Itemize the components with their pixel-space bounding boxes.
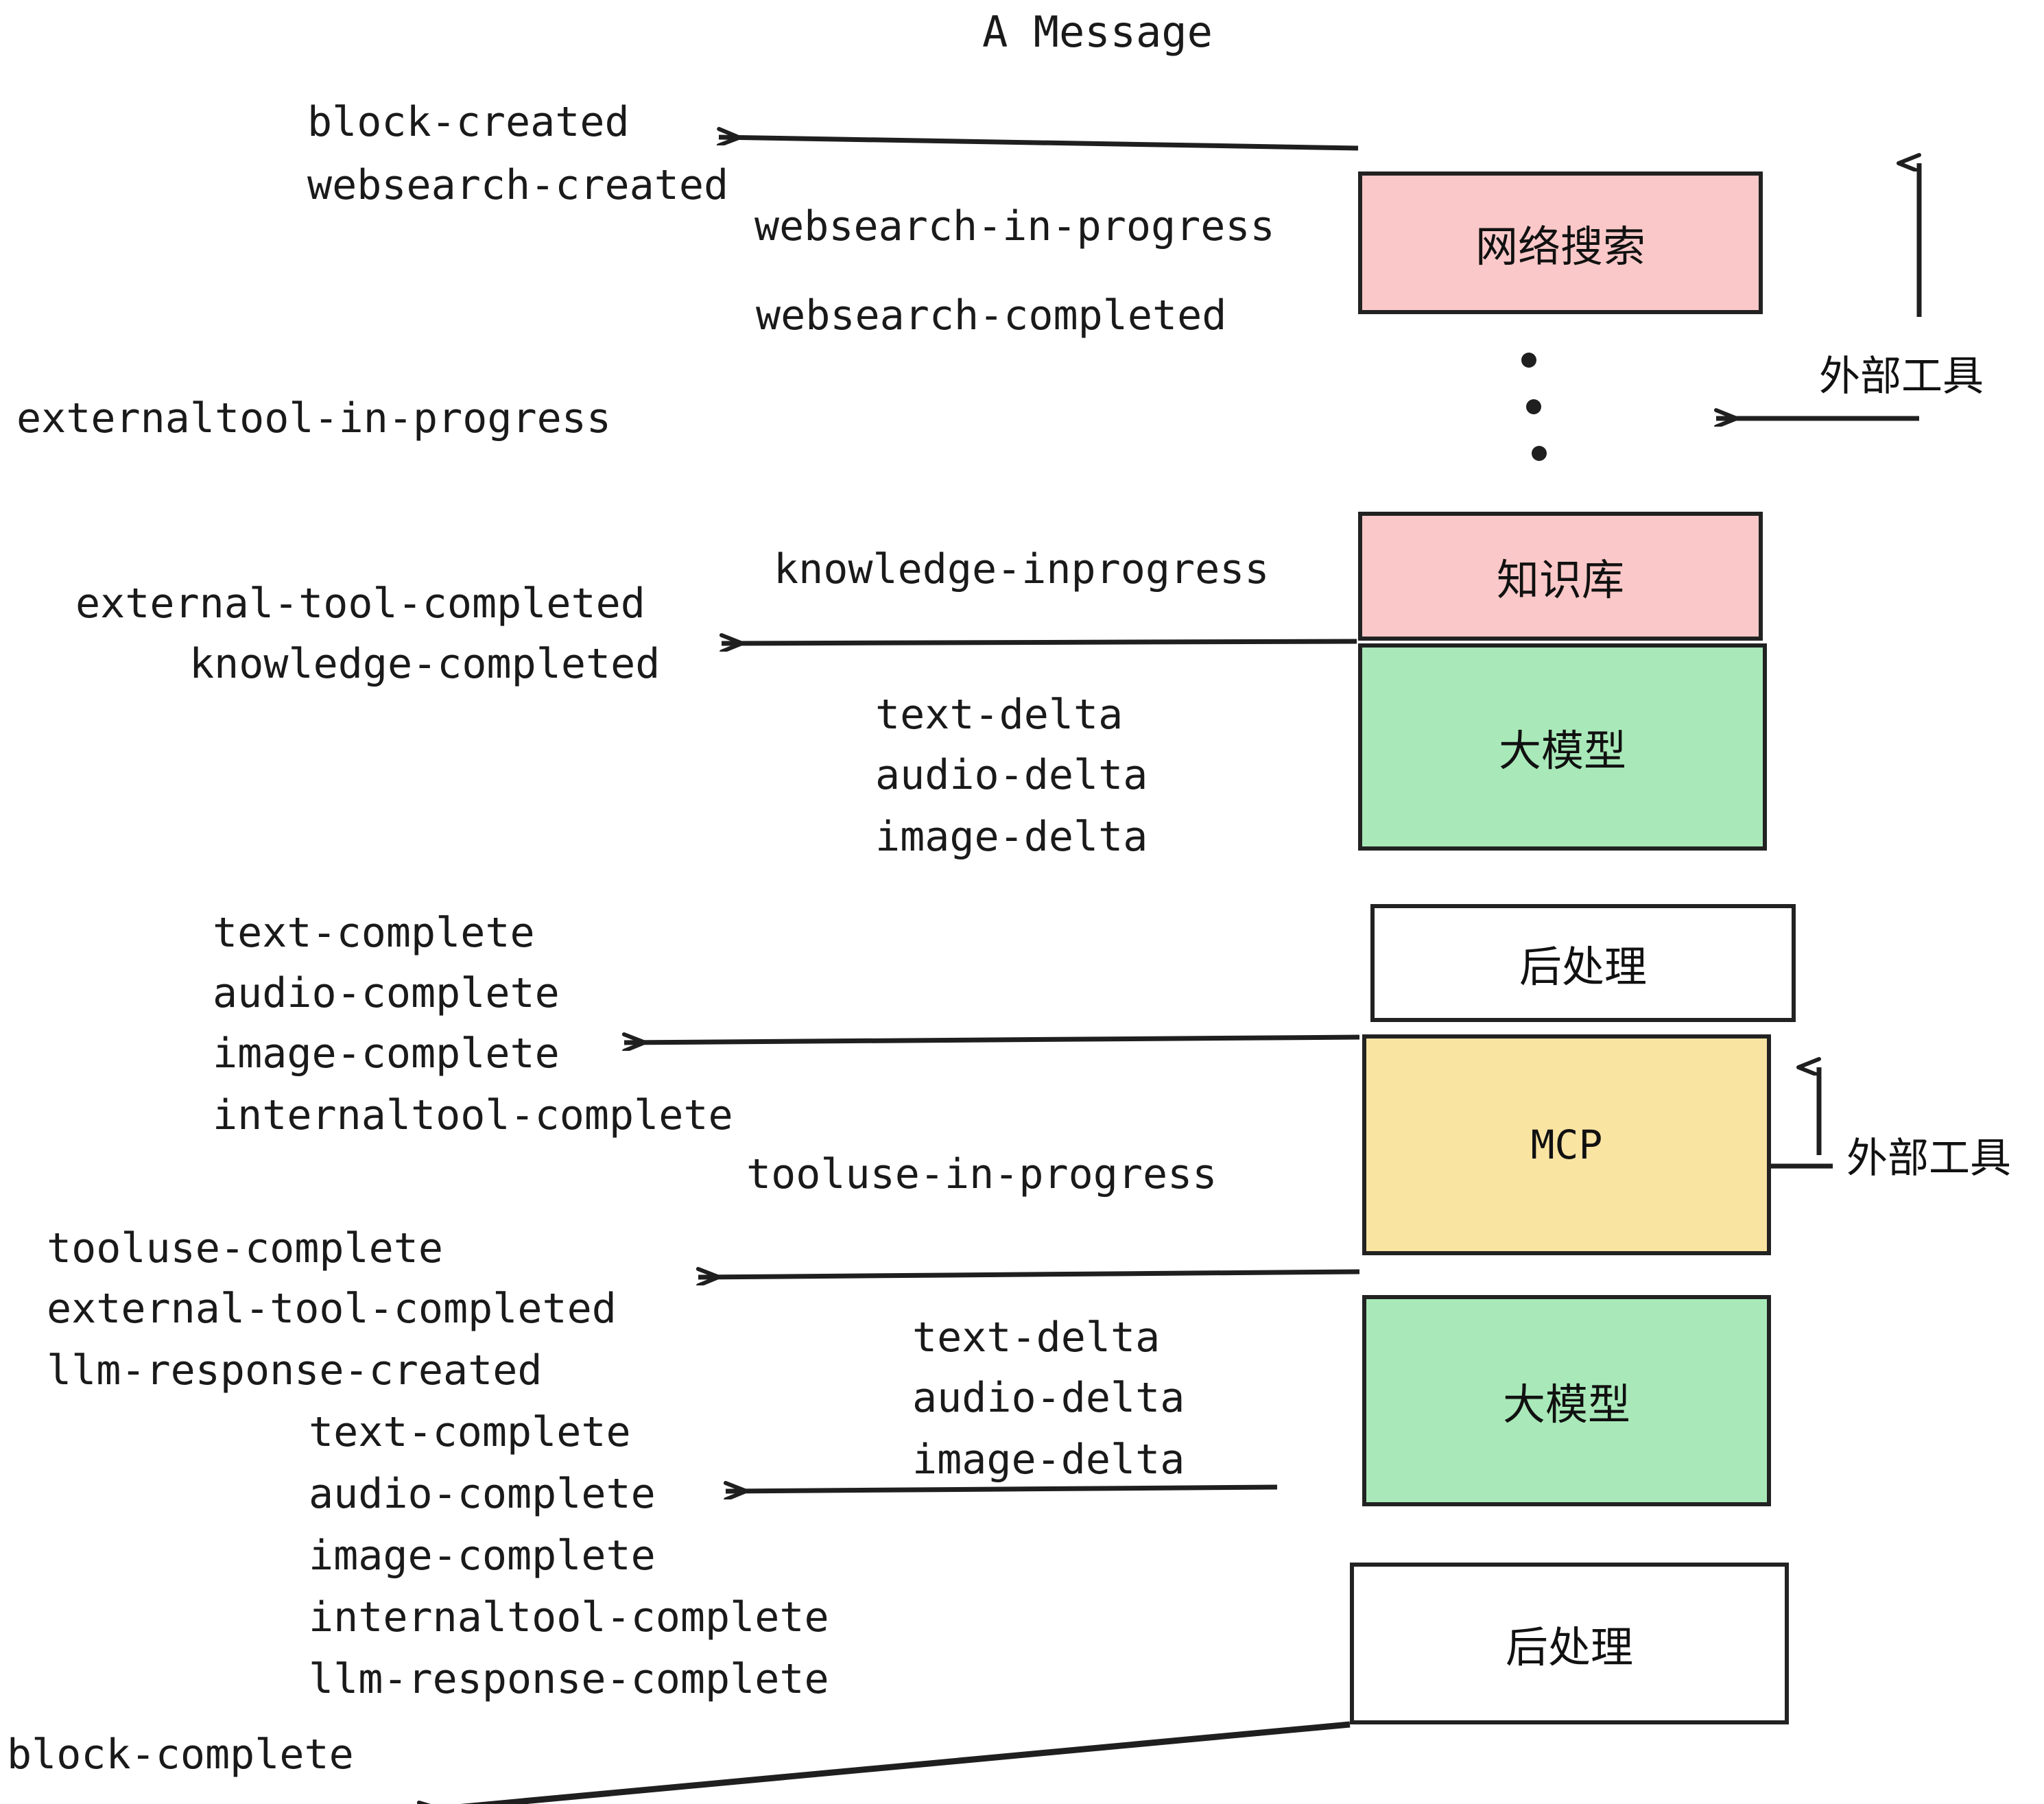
external-tools-label-top: 外部工具 bbox=[1819, 353, 1984, 401]
event-external-tool-completed-1: external-tool-completed bbox=[75, 580, 645, 628]
node-mcp[interactable]: MCP bbox=[1362, 1034, 1771, 1255]
event-audio-delta-1: audio-delta bbox=[875, 751, 1148, 799]
node-postprocess-2-label: 后处理 bbox=[1505, 1622, 1633, 1672]
node-websearch-label: 网络搜索 bbox=[1475, 222, 1645, 272]
event-externaltool-in-progress: externaltool-in-progress bbox=[16, 394, 611, 442]
event-knowledge-inprogress: knowledge-inprogress bbox=[774, 545, 1270, 593]
event-websearch-created: websearch-created bbox=[307, 161, 729, 209]
node-mcp-label: MCP bbox=[1530, 1121, 1603, 1168]
node-llm-2-label: 大模型 bbox=[1502, 1379, 1630, 1429]
event-llm-response-complete: llm-response-complete bbox=[309, 1655, 829, 1703]
event-websearch-in-progress: websearch-in-progress bbox=[754, 202, 1275, 250]
node-postprocess-2[interactable]: 后处理 bbox=[1350, 1563, 1789, 1724]
event-external-tool-completed-2: external-tool-completed bbox=[47, 1285, 617, 1333]
arrow-post1-to-imagecomplete bbox=[624, 1037, 1360, 1043]
event-image-delta-1: image-delta bbox=[875, 813, 1148, 861]
event-audio-delta-2: audio-delta bbox=[912, 1374, 1185, 1422]
node-postprocess-1[interactable]: 后处理 bbox=[1370, 904, 1796, 1022]
event-audio-complete-1: audio-complete bbox=[213, 969, 560, 1017]
arrow-websearch-to-blockcreated bbox=[719, 137, 1359, 151]
diagram-title: A Message bbox=[982, 7, 1213, 57]
event-image-complete-2: image-complete bbox=[309, 1532, 656, 1580]
event-websearch-completed: websearch-completed bbox=[756, 292, 1227, 340]
node-postprocess-1-label: 后处理 bbox=[1519, 942, 1647, 992]
event-text-complete-1: text-complete bbox=[213, 909, 535, 957]
node-llm-2[interactable]: 大模型 bbox=[1362, 1295, 1771, 1506]
event-image-delta-2: image-delta bbox=[912, 1436, 1185, 1484]
node-knowledge-label: 知识库 bbox=[1496, 555, 1624, 605]
event-text-delta-1: text-delta bbox=[875, 691, 1124, 739]
arrow-post2-to-blockcomplete bbox=[420, 1721, 1351, 1804]
node-llm-1[interactable]: 大模型 bbox=[1358, 643, 1767, 851]
event-audio-complete-2: audio-complete bbox=[309, 1470, 656, 1518]
node-llm-1-label: 大模型 bbox=[1498, 726, 1626, 776]
ellipsis-dot-2 bbox=[1526, 399, 1541, 414]
event-tooluse-complete: tooluse-complete bbox=[47, 1224, 443, 1272]
event-tooluse-in-progress: tooluse-in-progress bbox=[746, 1150, 1217, 1198]
node-knowledge[interactable]: 知识库 bbox=[1358, 512, 1763, 641]
node-websearch[interactable]: 网络搜索 bbox=[1358, 171, 1763, 314]
event-text-complete-2: text-complete bbox=[309, 1408, 631, 1456]
event-block-complete: block-complete bbox=[7, 1731, 354, 1779]
event-image-complete-1: image-complete bbox=[213, 1030, 560, 1078]
event-block-created: block-created bbox=[307, 98, 630, 146]
event-knowledge-completed: knowledge-completed bbox=[189, 640, 661, 688]
ellipsis-dot-3 bbox=[1532, 446, 1547, 461]
ellipsis-dot-1 bbox=[1521, 353, 1536, 368]
event-internaltool-complete-2: internaltool-complete bbox=[309, 1593, 829, 1641]
event-internaltool-complete-1: internaltool-complete bbox=[213, 1091, 733, 1139]
external-tools-label-bottom: 外部工具 bbox=[1846, 1135, 2011, 1183]
arrow-mcp-to-externaltoolcompleted bbox=[698, 1272, 1360, 1277]
arrow-llm2-to-audiocomplete bbox=[726, 1487, 1278, 1491]
event-text-delta-2: text-delta bbox=[912, 1314, 1161, 1362]
event-llm-response-created: llm-response-created bbox=[47, 1346, 543, 1394]
arrow-knowledge-to-knowledgecompleted bbox=[722, 641, 1357, 643]
